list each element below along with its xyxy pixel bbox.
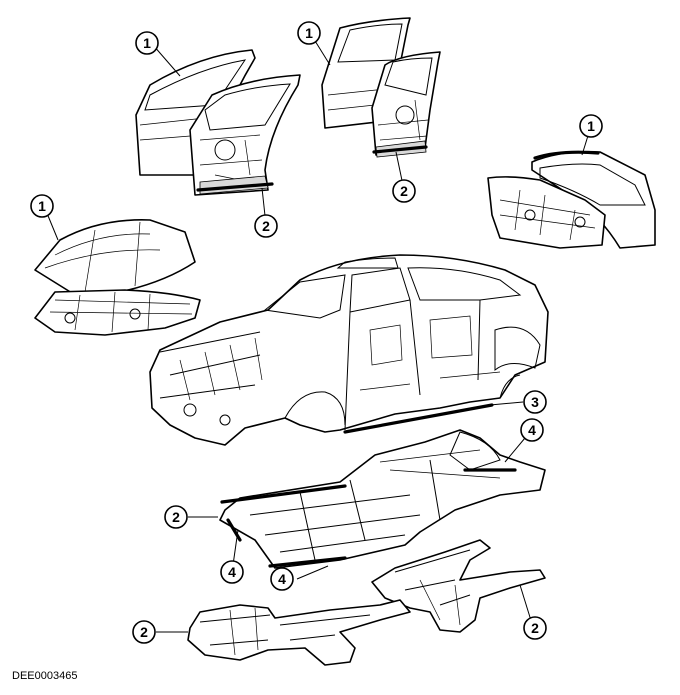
callout-floor-right-rail: 4: [520, 418, 544, 442]
callout-floor-left-edge: 4: [220, 560, 244, 584]
liftgate-assembly: [487, 150, 656, 249]
front-subframe: [187, 599, 411, 666]
svg-text:2: 2: [262, 218, 270, 234]
svg-text:1: 1: [305, 25, 313, 41]
figure-reference-code: DEE0003465: [12, 670, 78, 682]
hood-assembly: [34, 219, 201, 336]
body-in-white: [149, 254, 549, 446]
rear-door-assembly: [321, 17, 441, 158]
svg-text:2: 2: [400, 183, 408, 199]
floor-pan: [219, 429, 546, 569]
callout-rocker-panel: 3: [523, 390, 547, 414]
callout-floor-front-edge: 4: [270, 567, 294, 591]
svg-text:4: 4: [528, 422, 536, 438]
callout-liftgate: 1: [579, 114, 603, 138]
svg-text:1: 1: [587, 118, 595, 134]
callout-hood: 1: [30, 194, 54, 218]
svg-text:3: 3: [531, 394, 539, 410]
front-door-assembly: [135, 49, 301, 196]
callout-front-door-sill: 2: [254, 214, 278, 238]
svg-text:1: 1: [143, 35, 151, 51]
svg-text:1: 1: [38, 198, 46, 214]
callout-rear-door-sill: 2: [392, 179, 416, 203]
svg-text:4: 4: [228, 564, 236, 580]
callout-rear-subframe: 2: [523, 616, 547, 640]
callout-rear-door: 1: [297, 21, 321, 45]
svg-text:4: 4: [278, 571, 286, 587]
svg-text:2: 2: [140, 624, 148, 640]
svg-text:2: 2: [172, 509, 180, 525]
callout-front-door: 1: [135, 31, 159, 55]
svg-text:2: 2: [531, 620, 539, 636]
rear-subframe: [371, 539, 546, 633]
callout-front-subframe: 2: [132, 620, 156, 644]
callout-floor-left-rail: 2: [164, 505, 188, 529]
